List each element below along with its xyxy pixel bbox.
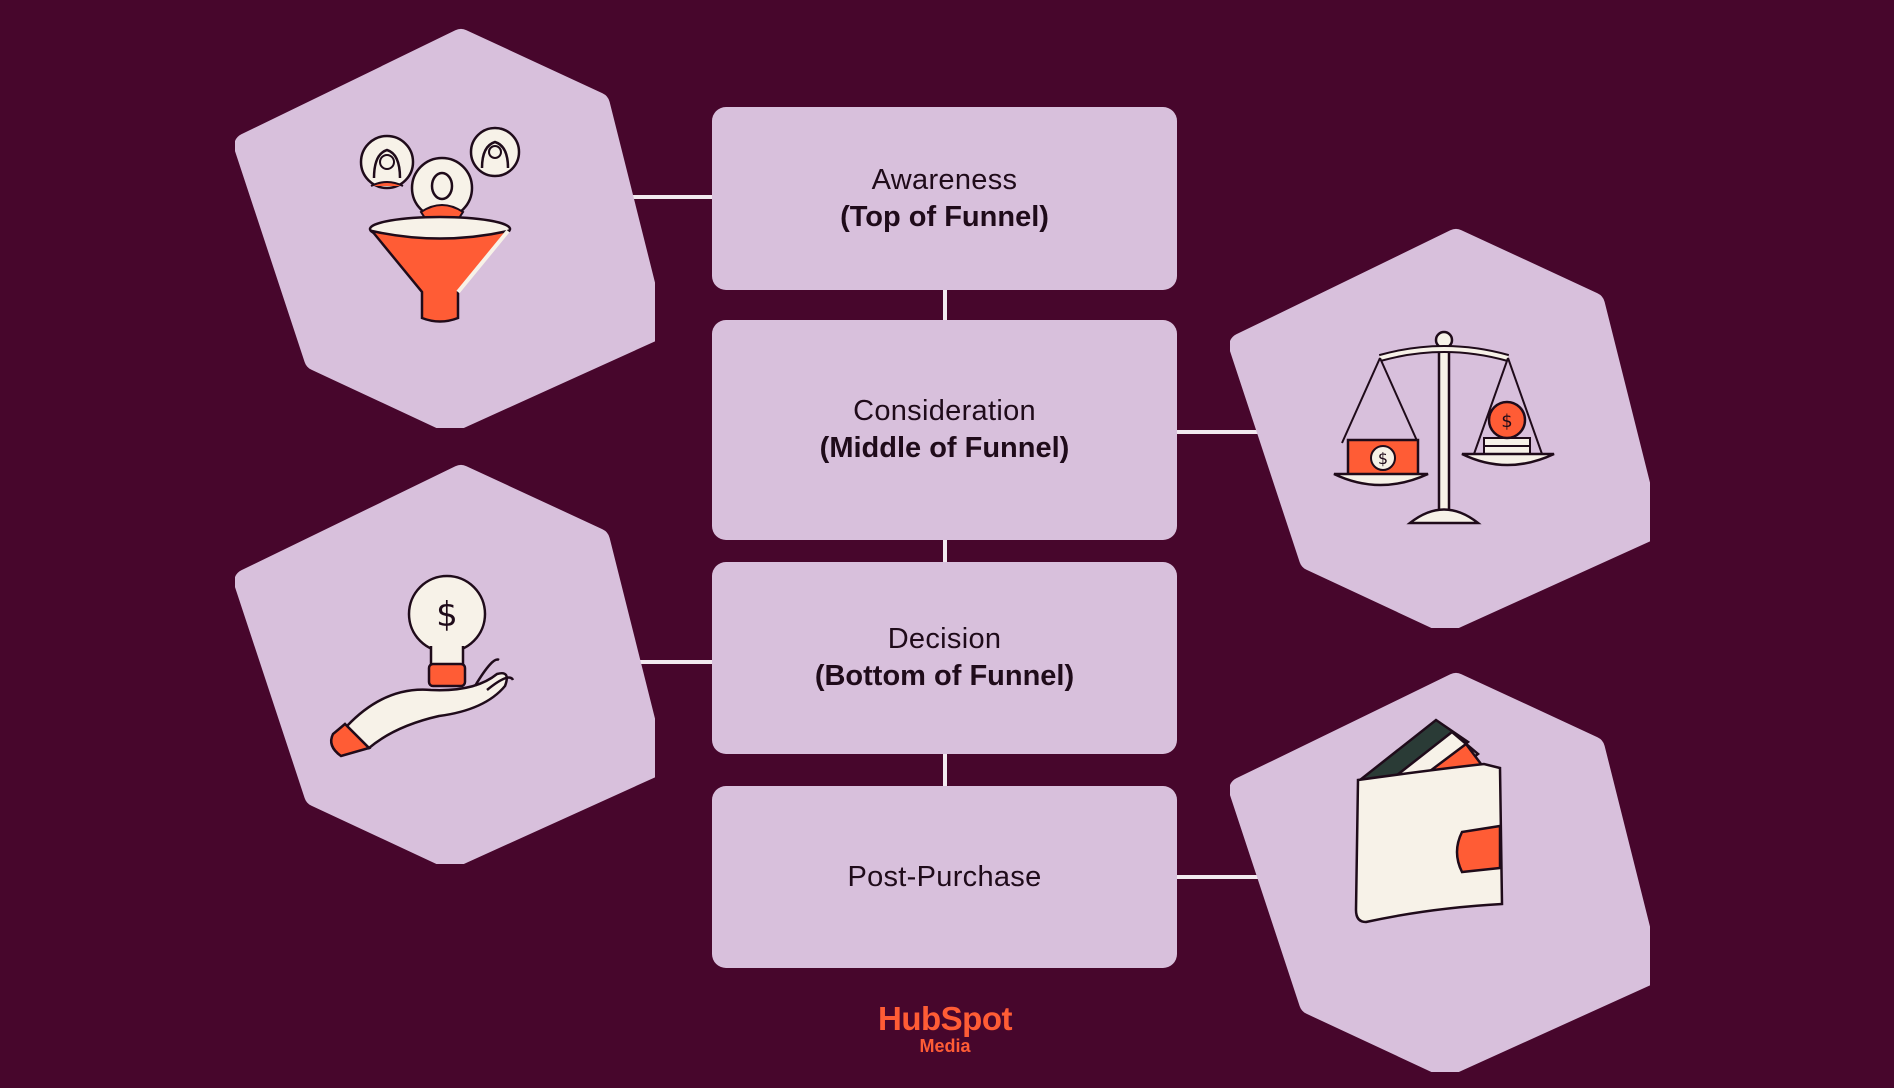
svg-text:$: $ <box>436 595 458 635</box>
stage-name: Consideration <box>853 395 1036 427</box>
svg-text:$: $ <box>1378 449 1388 468</box>
decision-hexagon: $ <box>235 465 655 864</box>
funnel-people-icon <box>359 126 521 323</box>
balance-scale-icon: $ $ <box>1333 330 1555 525</box>
wallet-icon <box>1354 718 1504 924</box>
svg-text:$: $ <box>1501 411 1512 432</box>
stage-name: Post-Purchase <box>847 860 1042 893</box>
logo-brand: HubSpot <box>878 1000 1012 1037</box>
logo-sub: Media <box>919 1036 971 1056</box>
stage-name: Decision <box>887 623 1002 655</box>
lightbulb-hand-icon: $ <box>330 574 515 758</box>
stage-consideration: Consideration (Middle of Funnel) <box>712 320 1177 540</box>
stage-post-purchase: Post-Purchase <box>712 786 1177 968</box>
hubspot-media-logo: HubSpot Media <box>870 1000 1020 1057</box>
consideration-hexagon: $ $ <box>1230 229 1650 628</box>
stage-name: Awareness <box>871 163 1018 196</box>
stage-decision: Decision (Bottom of Funnel) <box>712 562 1177 754</box>
stage-subtitle: (Bottom of Funnel) <box>814 660 1075 692</box>
stage-subtitle: (Top of Funnel) <box>840 200 1049 233</box>
stage-subtitle: (Middle of Funnel) <box>819 432 1070 464</box>
awareness-hexagon <box>235 29 655 428</box>
post-purchase-hexagon <box>1230 673 1650 1072</box>
stage-awareness: Awareness (Top of Funnel) <box>712 107 1177 290</box>
